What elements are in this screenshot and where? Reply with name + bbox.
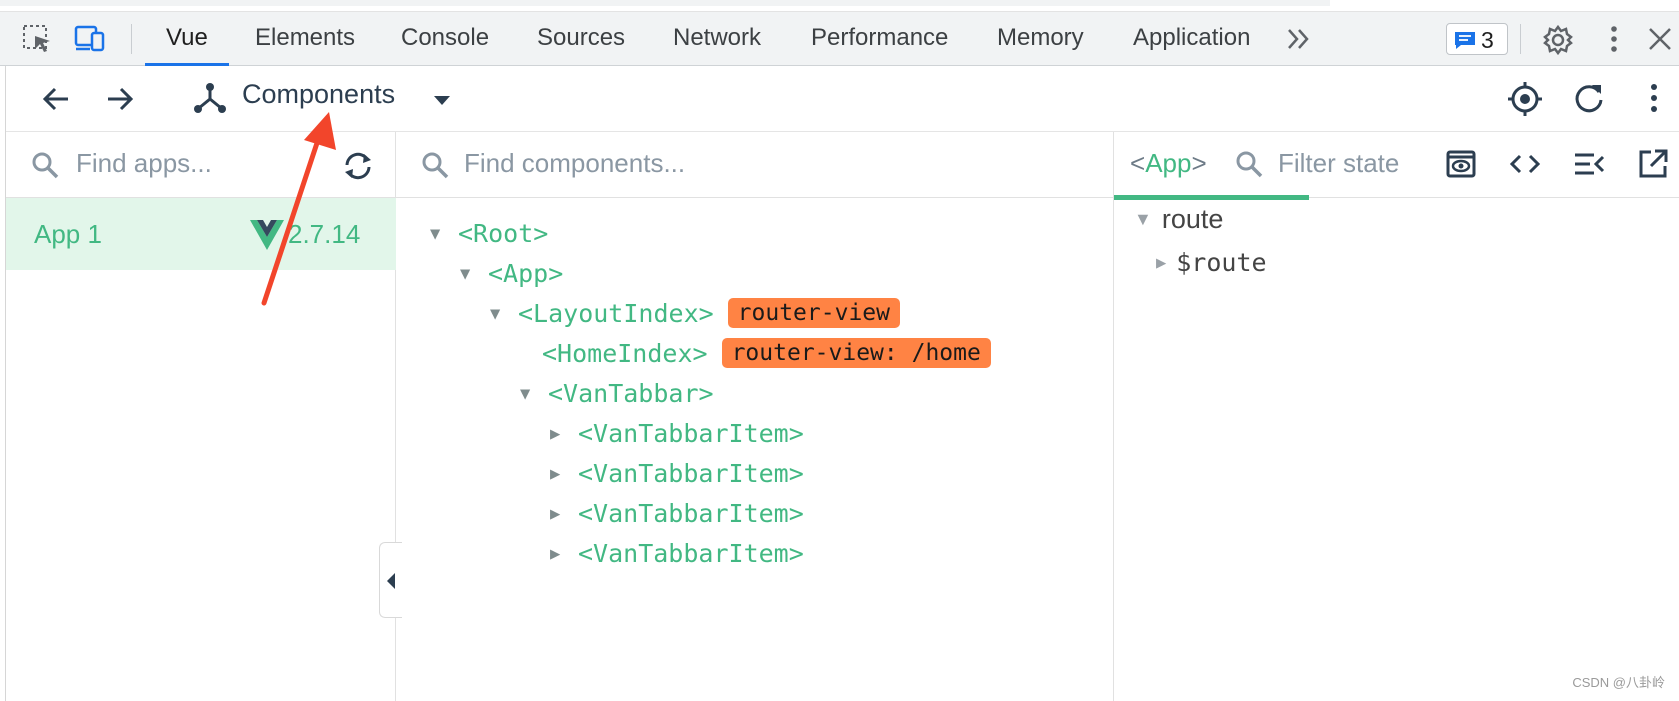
back-arrow-icon[interactable] — [38, 81, 74, 117]
tab-memory[interactable]: Memory — [997, 24, 1084, 51]
tab-sources[interactable]: Sources — [537, 24, 626, 51]
tab-application[interactable]: Application — [1133, 24, 1251, 51]
search-icon — [420, 150, 450, 180]
scroll-to-component-icon[interactable] — [1572, 147, 1606, 181]
component-name: <VanTabbarItem> — [578, 419, 804, 448]
state-inspector-pane: <App> Filter state ▼ route ▶ $route — [1114, 132, 1679, 701]
settings-icon[interactable] — [1542, 24, 1574, 56]
tree-node-vantabbaritem[interactable]: ▶ <VanTabbarItem> — [550, 456, 804, 492]
app-list-item[interactable]: App 1 2.7.14 — [6, 198, 396, 270]
open-in-editor-icon[interactable] — [1636, 147, 1670, 181]
app-name: App 1 — [34, 219, 102, 249]
components-tree-icon — [192, 80, 228, 116]
router-view-tag: router-view — [727, 298, 900, 328]
apps-search-bar: Find apps... — [6, 132, 395, 198]
components-search-bar: Find components... — [396, 132, 1113, 198]
expand-triangle-icon[interactable]: ▼ — [430, 224, 441, 244]
watermark: CSDN @八卦岭 — [1572, 675, 1665, 690]
app-version: 2.7.14 — [288, 219, 361, 249]
component-name: <VanTabbarItem> — [578, 499, 804, 528]
inspect-icon[interactable] — [22, 24, 54, 54]
expand-triangle-icon[interactable]: ▼ — [1134, 209, 1152, 229]
caret-left-icon — [387, 573, 395, 589]
search-icon — [1234, 149, 1264, 179]
tab-elements[interactable]: Elements — [255, 24, 356, 51]
toolbar-divider — [131, 24, 132, 54]
selected-indicator — [1114, 195, 1309, 200]
tree-node-vantabbar[interactable]: ▼ <VanTabbar> — [520, 376, 714, 412]
issues-count: 3 — [1481, 27, 1494, 53]
forward-arrow-icon[interactable] — [102, 81, 138, 117]
tab-network[interactable]: Network — [673, 24, 762, 51]
toolbar-divider — [1520, 24, 1521, 54]
inspect-dom-icon[interactable] — [1444, 147, 1478, 181]
close-icon[interactable] — [1645, 24, 1677, 54]
tree-node-root[interactable]: ▼ <Root> — [430, 216, 548, 252]
sync-icon[interactable] — [342, 150, 372, 180]
expand-triangle-icon[interactable]: ▼ — [490, 304, 501, 324]
tree-node-app[interactable]: ▼ <App> — [460, 256, 563, 292]
router-view-tag: router-view: /home — [721, 338, 991, 368]
toolbar-title[interactable]: Components — [242, 79, 396, 109]
more-vert-icon[interactable] — [1598, 24, 1630, 54]
more-tabs-icon[interactable] — [1284, 24, 1316, 54]
message-icon — [1455, 32, 1475, 49]
collapsed-triangle-icon[interactable]: ▶ — [550, 464, 561, 484]
tab-console[interactable]: Console — [401, 24, 490, 51]
dropdown-icon[interactable] — [424, 82, 460, 118]
vue-devtools-toolbar: Components — [6, 66, 1679, 132]
component-name: <VanTabbarItem> — [578, 459, 804, 488]
tree-node-homeindex[interactable]: <HomeIndex> router-view: /home — [542, 336, 991, 372]
window-top-strip — [0, 0, 1679, 12]
component-name: <VanTabbar> — [548, 379, 714, 408]
refresh-icon[interactable] — [1571, 80, 1607, 116]
tree-node-vantabbaritem[interactable]: ▶ <VanTabbarItem> — [550, 416, 804, 452]
tab-performance[interactable]: Performance — [811, 24, 949, 51]
issues-badge[interactable]: 3 — [1446, 23, 1508, 55]
collapsed-triangle-icon[interactable]: ▶ — [550, 504, 561, 524]
component-tree-pane: Find components... ▼ <Root> ▼ <App> ▼ <Layo… — [396, 132, 1114, 701]
filter-state-input[interactable]: Filter state — [1278, 148, 1400, 178]
property-name: $route — [1176, 248, 1267, 277]
search-icon — [30, 150, 60, 180]
more-vert-icon[interactable] — [1636, 80, 1672, 116]
components-search-input[interactable]: Find components... — [464, 148, 686, 178]
component-name: <App> — [488, 259, 564, 288]
collapse-pane-handle[interactable] — [379, 542, 402, 618]
inspector-header: <App> Filter state — [1114, 132, 1679, 200]
vue-logo-icon — [250, 220, 284, 250]
apps-search-input[interactable]: Find apps... — [76, 148, 212, 178]
tab-vue[interactable]: Vue — [145, 12, 229, 66]
apps-pane: Find apps... App 1 2.7.14 — [6, 132, 402, 701]
tree-node-layoutindex[interactable]: ▼ <LayoutIndex> router-view — [490, 296, 900, 332]
state-property-route[interactable]: ▶ $route — [1156, 248, 1267, 277]
state-section-label: route — [1161, 204, 1224, 234]
code-icon[interactable] — [1508, 147, 1542, 181]
collapsed-triangle-icon[interactable]: ▶ — [1156, 253, 1167, 273]
devtools-tab-bar: Vue Elements Console Sources Network Per… — [0, 12, 1679, 66]
expand-triangle-icon[interactable]: ▼ — [460, 264, 471, 284]
panel-left-border — [5, 66, 6, 701]
select-target-icon[interactable] — [1506, 80, 1542, 116]
collapsed-triangle-icon[interactable]: ▶ — [550, 544, 561, 564]
component-name: <LayoutIndex> — [518, 299, 714, 328]
collapsed-triangle-icon[interactable]: ▶ — [550, 424, 561, 444]
tree-node-vantabbaritem[interactable]: ▶ <VanTabbarItem> — [550, 536, 804, 572]
address-strip — [0, 0, 1330, 6]
state-section-route[interactable]: ▼ route — [1134, 204, 1223, 235]
tree-node-vantabbaritem[interactable]: ▶ <VanTabbarItem> — [550, 496, 804, 532]
selected-component-name: <App> — [1130, 148, 1207, 178]
device-toolbar-icon[interactable] — [74, 24, 106, 54]
expand-triangle-icon[interactable]: ▼ — [520, 384, 531, 404]
component-name: <HomeIndex> — [542, 339, 708, 368]
component-name: <VanTabbarItem> — [578, 539, 804, 568]
component-name: <Root> — [458, 219, 549, 248]
